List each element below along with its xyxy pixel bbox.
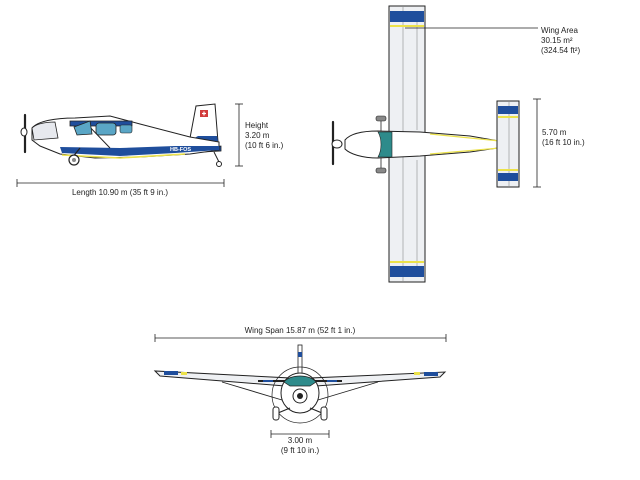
top-tailplane <box>496 100 520 188</box>
side-propeller <box>20 113 28 154</box>
side-windshield <box>73 120 93 136</box>
length-dimension: Length 10.90 m (35 ft 9 in.) <box>16 179 225 197</box>
length-label: Length 10.90 m (35 ft 9 in.) <box>72 188 168 197</box>
front-wheel-right <box>320 406 328 421</box>
tail-span-imperial: (16 ft 10 in.) <box>542 138 585 147</box>
track-dimension: 3.00 m (9 ft 10 in.) <box>270 430 330 455</box>
side-fuselage-stripe <box>60 146 219 156</box>
height-title: Height <box>245 121 269 130</box>
wing-area-imperial: (324.54 ft²) <box>541 46 580 55</box>
top-view <box>331 5 520 283</box>
top-wing-tip-stripe-upper <box>390 11 424 22</box>
wing-span-dimension: Wing Span 15.87 m (52 ft 1 in.) <box>154 326 447 342</box>
side-tail-wheel <box>216 161 222 167</box>
tail-span-metric: 5.70 m <box>542 128 567 137</box>
tail-span-dimension: 5.70 m (16 ft 10 in.) <box>533 98 585 188</box>
wing-area-callout: Wing Area 30.15 m² (324.54 ft²) <box>405 26 580 55</box>
front-windshield <box>283 375 317 387</box>
height-dimension: Height 3.20 m (10 ft 6 in.) <box>235 103 284 167</box>
wing-area-title: Wing Area <box>541 26 578 35</box>
side-view: HB-FOS <box>20 103 222 167</box>
side-cabin-window <box>95 122 117 136</box>
front-view <box>153 344 447 424</box>
top-fuselage <box>344 130 506 159</box>
side-rear-window <box>119 124 133 134</box>
wing-span-label: Wing Span 15.87 m (52 ft 1 in.) <box>245 326 356 335</box>
track-metric: 3.00 m <box>288 436 313 445</box>
front-wheel-left <box>272 406 280 421</box>
top-wing-tip-stripe-lower <box>390 266 424 277</box>
top-propeller <box>331 120 343 166</box>
side-registration: HB-FOS <box>170 147 191 153</box>
height-imperial: (10 ft 6 in.) <box>245 141 284 150</box>
height-metric: 3.20 m <box>245 131 270 140</box>
track-imperial: (9 ft 10 in.) <box>281 446 320 455</box>
wing-area-metric: 30.15 m² <box>541 36 573 45</box>
front-prop-disc <box>271 366 329 424</box>
side-nose-cowl <box>31 121 59 141</box>
top-cockpit <box>377 131 393 158</box>
side-fuselage-yellow-line <box>61 153 186 159</box>
